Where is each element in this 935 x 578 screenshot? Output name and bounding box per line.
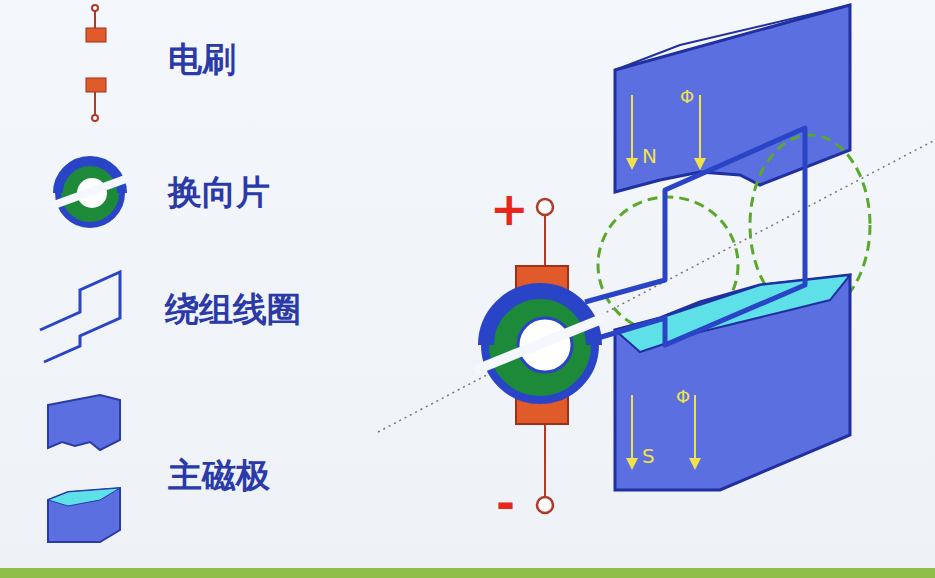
bottom-bar xyxy=(0,568,935,578)
south-pole xyxy=(615,275,850,490)
legend-label: 换向片 xyxy=(168,175,270,209)
polarity-sign: + xyxy=(490,186,529,232)
brush-icon xyxy=(86,5,106,121)
terminal xyxy=(537,199,553,215)
north-pole xyxy=(615,5,850,192)
flux-symbol: Φ xyxy=(680,88,694,106)
polarity-sign: - xyxy=(496,480,515,526)
flux-symbol: Φ xyxy=(676,388,690,406)
commutator-icon xyxy=(51,161,129,225)
winding-coil xyxy=(585,128,805,345)
terminal-wire xyxy=(544,215,546,268)
commutator xyxy=(473,290,607,400)
terminal xyxy=(537,497,553,513)
pole-icon xyxy=(48,395,120,542)
pole-letter: N xyxy=(642,146,657,166)
pole-letter: S xyxy=(642,446,655,466)
legend-label: 电刷 xyxy=(168,42,236,76)
terminal-wire xyxy=(544,422,546,497)
coil-icon xyxy=(40,272,120,362)
legend-label: 主磁极 xyxy=(168,458,270,492)
legend-label: 绕组线圈 xyxy=(165,292,301,326)
